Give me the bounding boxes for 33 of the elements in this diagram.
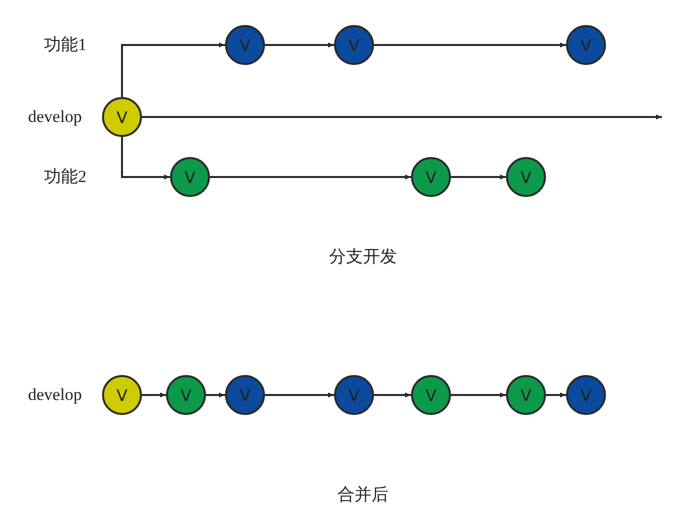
- arrow: [451, 174, 506, 180]
- caption: 合并后: [338, 485, 388, 505]
- commit-circle: V: [411, 157, 451, 197]
- arrow: [206, 392, 225, 398]
- arrow: [142, 392, 166, 398]
- commit-circle: V: [166, 375, 206, 415]
- commit-circle: V: [506, 157, 546, 197]
- commit-circle: V: [506, 375, 546, 415]
- commit-circle: V: [566, 375, 606, 415]
- caption: 分支开发: [329, 247, 397, 267]
- commit-circle: V: [411, 375, 451, 415]
- branch-label: 功能1: [44, 35, 86, 55]
- arrow: [121, 137, 170, 180]
- branch-label: 功能2: [44, 167, 86, 187]
- commit-circle: V: [225, 25, 265, 65]
- commit-circle: V: [102, 375, 142, 415]
- arrow: [451, 392, 506, 398]
- commit-circle: V: [102, 97, 142, 137]
- arrow: [374, 392, 411, 398]
- commit-circle: V: [170, 157, 210, 197]
- arrow: [374, 42, 566, 48]
- commit-circle: V: [334, 25, 374, 65]
- commit-circle: V: [334, 375, 374, 415]
- branch-label: develop: [28, 385, 82, 405]
- arrow: [265, 42, 334, 48]
- arrow: [546, 392, 566, 398]
- arrow: [142, 114, 662, 120]
- commit-circle: V: [566, 25, 606, 65]
- arrow: [265, 392, 334, 398]
- arrow: [210, 174, 411, 180]
- arrow: [121, 42, 225, 97]
- commit-circle: V: [225, 375, 265, 415]
- branch-label: develop: [28, 107, 82, 127]
